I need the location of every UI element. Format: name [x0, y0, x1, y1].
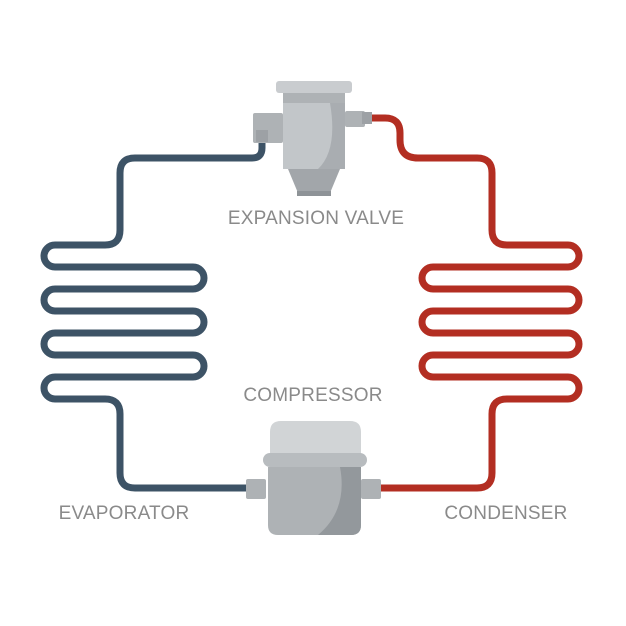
- valve-bottom-taper: [288, 169, 340, 193]
- compressor: [246, 421, 381, 535]
- valve-bottom-ring: [297, 191, 331, 196]
- valve-neck: [283, 93, 345, 103]
- expansion-valve-label: EXPANSION VALVE: [228, 208, 404, 229]
- compressor-dome: [270, 421, 361, 455]
- valve-body-shading: [318, 103, 345, 169]
- compressor-right-fitting: [361, 479, 381, 499]
- hot-refrigerant-line: [368, 114, 583, 492]
- valve-top-cap: [276, 81, 352, 93]
- compressor-label: COMPRESSOR: [243, 385, 382, 406]
- compressor-left-fitting: [246, 479, 266, 499]
- evaporator-label: EVAPORATOR: [59, 503, 190, 524]
- compressor-body-shading: [318, 467, 361, 535]
- cold-refrigerant-line: [40, 134, 266, 492]
- valve-right-fitting: [362, 112, 372, 124]
- condenser-label: CONDENSER: [444, 503, 567, 524]
- valve-right-port: [345, 111, 365, 127]
- expansion-valve: [253, 81, 372, 196]
- compressor-seam-band: [263, 453, 367, 467]
- valve-left-fitting: [256, 130, 268, 142]
